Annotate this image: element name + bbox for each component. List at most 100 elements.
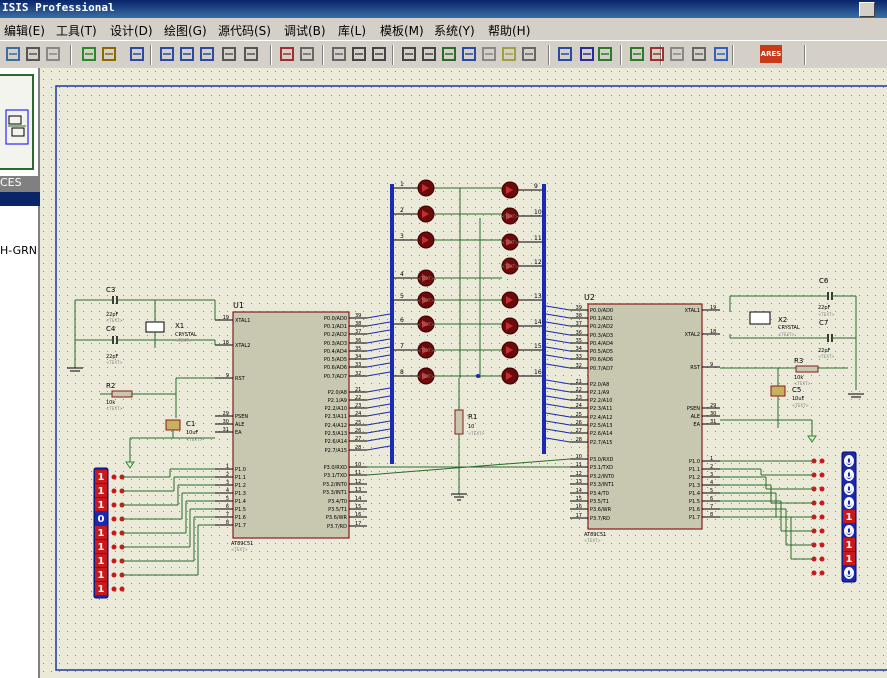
grid-dots (40, 68, 887, 678)
menu-library[interactable]: 库(L) (338, 24, 367, 38)
u1-pin-name: P2.3/A11 (325, 414, 347, 420)
electrical-check-icon[interactable] (712, 45, 730, 63)
menu-design[interactable]: 设计(D) (110, 24, 153, 38)
block-rotate-icon[interactable] (400, 45, 418, 63)
menu-edit[interactable]: 编辑(E) (4, 24, 45, 38)
toolbar-separator (660, 45, 662, 65)
u2-pin-num: 13 (576, 479, 582, 485)
minimize-button[interactable] (859, 2, 875, 17)
menu-graph[interactable]: 绘图(G) (164, 24, 207, 38)
pick-device-icon[interactable] (440, 45, 458, 63)
u1-pin-name: P0.4/AD4 (324, 349, 347, 355)
u1-pin-name: P3.4/T0 (328, 499, 347, 505)
zoom-area-icon[interactable] (198, 45, 216, 63)
toolbar-separator (70, 45, 72, 65)
u2-pin-name: P0.6/AD6 (590, 357, 613, 363)
bill-of-materials-icon[interactable] (690, 45, 708, 63)
print-icon[interactable] (4, 45, 22, 63)
u1-pin-name: P1.1 (235, 475, 246, 481)
copy-icon[interactable] (24, 45, 42, 63)
grid-icon[interactable] (44, 45, 62, 63)
dip-right-cell (843, 510, 855, 523)
u1-pin-num: 19 (223, 315, 229, 321)
bus-entry (366, 395, 391, 401)
ares-icon[interactable]: ARES (760, 45, 782, 63)
block-copy-icon[interactable] (350, 45, 368, 63)
led-label: 11 (534, 235, 542, 242)
dip-right-zero (844, 469, 854, 481)
u1-pin-name: P3.0/RXD (324, 465, 348, 471)
u1-pin-num: 32 (355, 371, 361, 377)
u1-pin-num: 35 (355, 346, 361, 352)
menu-tools[interactable]: 工具(T) (56, 24, 97, 38)
u1-pin-name: P2.1/A9 (328, 398, 347, 404)
remove-sheet-icon[interactable] (648, 45, 666, 63)
zoom-in-icon[interactable] (128, 45, 146, 63)
decompose-icon[interactable] (500, 45, 518, 63)
u2-ref: U2 (584, 293, 595, 302)
device-list-item[interactable]: H-GRN (0, 244, 38, 257)
copy-icon[interactable] (298, 45, 316, 63)
block-move-icon[interactable] (370, 45, 388, 63)
u1-pin-name: P3.2/INT0 (323, 482, 347, 488)
r2-ref: R2 (106, 382, 115, 390)
u1-pin-name: PSEN (235, 414, 248, 420)
u2-body (587, 303, 703, 530)
u2-pin-num: 36 (576, 330, 582, 336)
wire-autorouter-icon[interactable] (520, 45, 538, 63)
dip-left-cell (95, 582, 107, 595)
junction (476, 374, 480, 378)
paste-icon[interactable] (330, 45, 348, 63)
dip-left-state: 1 (98, 542, 105, 553)
packaging-icon[interactable] (480, 45, 498, 63)
schematic-drawing[interactable]: U1AT89C51<TEXT>XTAL119XTAL218RST9PSEN29A… (40, 68, 887, 678)
property-tool-icon[interactable] (578, 45, 596, 63)
undo-icon[interactable] (220, 45, 238, 63)
menu-system[interactable]: 系统(Y) (434, 24, 475, 38)
u2-pin-num: 21 (576, 379, 582, 385)
bus-entry (545, 437, 571, 443)
dip-left-cell (95, 526, 107, 539)
led-label: 13 (534, 293, 542, 300)
search-icon[interactable] (556, 45, 574, 63)
menu-source[interactable]: 源代码(S) (218, 24, 271, 38)
overview-window[interactable] (0, 74, 34, 170)
menu-help[interactable]: 帮助(H) (488, 24, 531, 38)
c3-value: 22pF (106, 312, 119, 318)
bus-entry (366, 346, 391, 352)
u2-pin-name: PSEN (687, 406, 700, 412)
make-device-icon[interactable] (460, 45, 478, 63)
u2-pin-num: 33 (576, 354, 582, 360)
dip-right-terminal (819, 514, 825, 520)
bus-entry (366, 371, 391, 377)
redo-icon[interactable] (242, 45, 260, 63)
device-list-selected-row[interactable] (0, 192, 40, 206)
led-right-glyph (506, 238, 513, 246)
u2-pin-name: P2.7/A15 (590, 440, 612, 446)
led-label: 3 (400, 233, 404, 240)
led-label: 4 (400, 271, 404, 278)
cut-icon[interactable] (278, 45, 296, 63)
r1-text: <TEXT> (468, 431, 485, 436)
x2-value: CRYSTAL (778, 325, 800, 331)
origin-icon[interactable] (80, 45, 98, 63)
dip-left-cell (95, 554, 107, 567)
zoom-all-icon[interactable] (178, 45, 196, 63)
u2-pin-name: P0.7/AD7 (590, 366, 613, 372)
dip-right-state: 1 (846, 540, 853, 551)
design-explorer-icon[interactable] (596, 45, 614, 63)
new-sheet-icon[interactable] (628, 45, 646, 63)
dip-left-state: 1 (98, 500, 105, 511)
u1-pin-num: 34 (355, 354, 361, 360)
menu-template[interactable]: 模板(M) (380, 24, 424, 38)
exit-to-parent-icon[interactable] (668, 45, 686, 63)
menu-debug[interactable]: 调试(B) (284, 24, 326, 38)
led-label: 5 (400, 293, 404, 300)
zoom-out-icon[interactable] (158, 45, 176, 63)
c6-text: <TEXT> (818, 312, 835, 317)
pan-icon[interactable] (100, 45, 118, 63)
block-delete-icon[interactable] (420, 45, 438, 63)
u2-pin-name: P1.0 (689, 459, 700, 465)
x1-ref: X1 (175, 322, 184, 330)
